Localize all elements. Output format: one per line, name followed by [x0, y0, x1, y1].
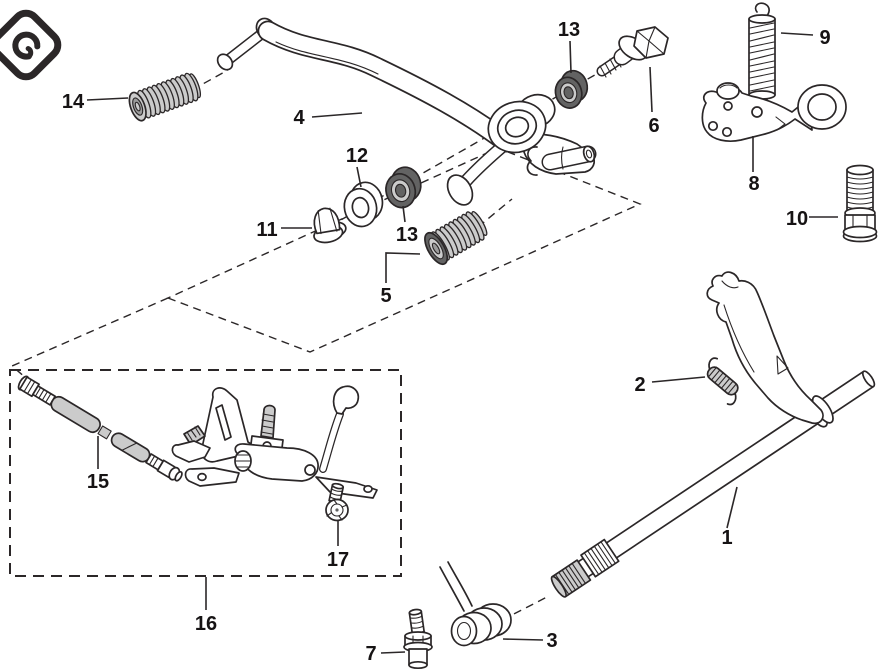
leader-14 — [86, 97, 129, 101]
callout-7: 7 — [365, 643, 376, 665]
leader-7 — [380, 651, 406, 654]
callout-11: 11 — [256, 219, 277, 241]
callout-6: 6 — [648, 115, 659, 137]
part-5-pedal-rubber — [424, 211, 488, 266]
part-11-cap-nut — [313, 207, 347, 244]
leader-2 — [651, 376, 706, 383]
leader-13-lower — [402, 205, 406, 223]
part-8-stopper-lever — [701, 82, 847, 142]
leader-3 — [502, 638, 544, 641]
part-14-spring — [128, 72, 202, 122]
callout-1: 1 — [721, 527, 732, 549]
leader-13-upper — [569, 40, 572, 74]
callout-8: 8 — [748, 173, 759, 195]
part-1-gearshift-shaft — [550, 271, 876, 598]
leader-1 — [726, 486, 738, 529]
part-17-bracket-bolt — [325, 482, 349, 522]
detail-box-16 — [9, 369, 402, 577]
callout-3: 3 — [546, 630, 557, 652]
part-15-shift-rod — [17, 375, 183, 482]
part-16-footrest-bracket-assembly — [171, 385, 378, 499]
leader-5 — [385, 252, 421, 283]
callout-14: 14 — [62, 91, 85, 113]
pedal-rubber-dash — [477, 198, 513, 228]
brand-logo — [0, 9, 62, 81]
leader-9 — [780, 32, 814, 36]
callout-4: 4 — [293, 107, 305, 129]
torsion-spring-shaft-dash — [501, 596, 548, 621]
leader-6 — [649, 66, 653, 113]
part-2-pawl-spring — [706, 357, 739, 406]
callout-17: 17 — [327, 549, 349, 571]
part-13-seal-lower — [385, 166, 422, 209]
part-10-plug-bolt — [842, 164, 878, 243]
part-3-torsion-spring — [439, 561, 512, 647]
part-13-seal-upper — [554, 69, 589, 109]
callout-2: 2 — [634, 374, 645, 396]
callout-13-upper: 13 — [558, 19, 580, 41]
part-7-stopper-bolt — [403, 608, 433, 670]
callout-12: 12 — [346, 145, 368, 167]
box-connector-dash — [10, 297, 169, 379]
callout-10: 10 — [786, 208, 808, 230]
part-6-pivot-bolt — [596, 26, 669, 78]
callout-9: 9 — [819, 27, 830, 49]
part-9-return-spring — [748, 2, 776, 111]
part-12-washer — [343, 181, 384, 228]
callout-15: 15 — [87, 471, 109, 493]
callout-5: 5 — [380, 285, 391, 307]
callout-16: 16 — [195, 613, 217, 635]
part-4-brake-pedal — [216, 17, 597, 206]
callouts: 14 4 12 11 13 5 13 6 9 8 10 2 1 3 7 15 1 — [62, 19, 838, 665]
leader-12 — [356, 166, 362, 188]
callout-13-lower: 13 — [396, 224, 418, 246]
leader-4 — [311, 112, 363, 118]
